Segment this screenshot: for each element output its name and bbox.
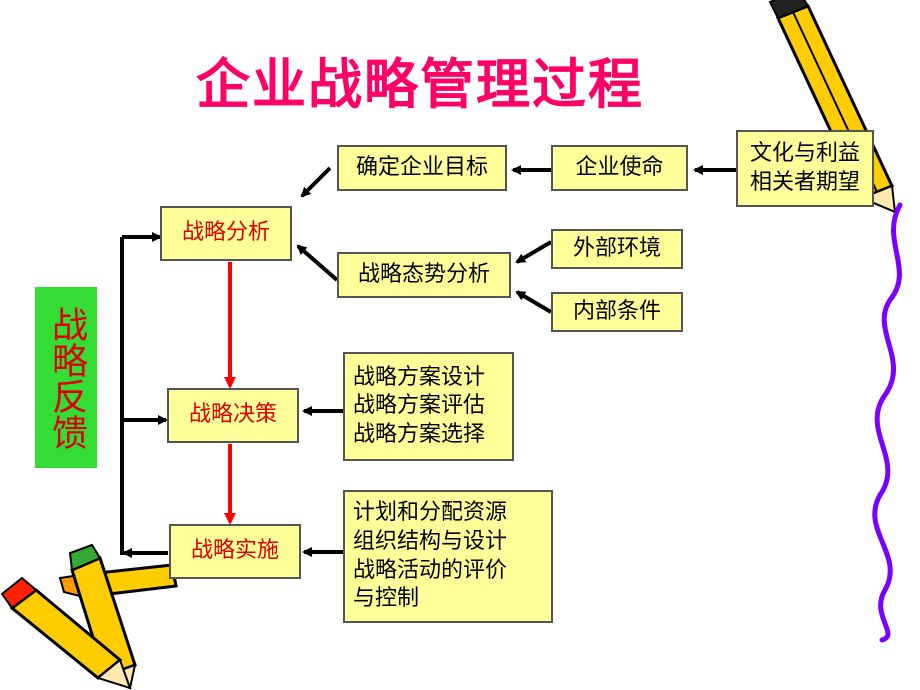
input-arrows: [296, 165, 736, 557]
strategic-situation-box: 战略态势分析: [337, 252, 511, 298]
decision-inputs-box: 战略方案设计 战略方案评估 战略方案选择: [343, 352, 514, 461]
strategy-feedback-box: 战略反馈: [35, 287, 97, 468]
implementation-inputs-box: 计划和分配资源 组织结构与设计 战略活动的评价 与控制: [343, 490, 553, 623]
internal-conditions-box: 内部条件: [551, 292, 683, 332]
enterprise-goal-box: 确定企业目标: [337, 145, 507, 191]
strategy-analysis-box: 战略分析: [160, 206, 292, 261]
feedback-loop: [120, 232, 168, 558]
crayon-icon: [0, 543, 178, 690]
external-environment-box: 外部环境: [551, 229, 683, 269]
strategy-implementation-box: 战略实施: [169, 524, 301, 579]
strategy-decision-box: 战略决策: [167, 388, 299, 443]
culture-stakeholder-box: 文化与利益 相关者期望: [736, 130, 874, 207]
squiggle-line: [872, 202, 903, 643]
enterprise-mission-box: 企业使命: [551, 145, 688, 191]
page-title: 企业战略管理过程: [196, 53, 644, 116]
